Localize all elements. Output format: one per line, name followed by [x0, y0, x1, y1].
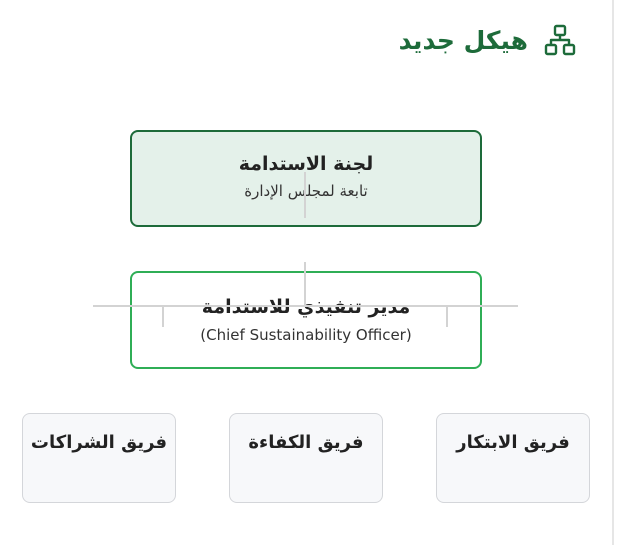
officer-subtitle: (Chief Sustainability Officer) [200, 326, 412, 344]
org-structure-panel: هيكل جديد لجنة الاستدامة تابعة لمجلس الإ… [22, 0, 614, 545]
team-label: فريق الكفاءة [248, 432, 364, 453]
connector-committee-to-officer [304, 172, 306, 218]
committee-node: لجنة الاستدامة تابعة لمجلس الإدارة [130, 130, 482, 227]
page-title: هيكل جديد [398, 25, 528, 55]
team-label: فريق الشراكات [30, 432, 168, 453]
connector-team-drop-left [162, 307, 164, 327]
connector-officer-vertical [304, 262, 306, 307]
team-node-innovation: فريق الابتكار [436, 413, 590, 503]
committee-subtitle: تابعة لمجلس الإدارة [244, 182, 368, 200]
connector-teams-horizontal [93, 305, 518, 307]
officer-title: مدير تنفيذي للاستدامة [201, 296, 411, 318]
officer-node: مدير تنفيذي للاستدامة (Chief Sustainabil… [130, 271, 482, 369]
team-node-partnerships: فريق الشراكات [22, 413, 176, 503]
header: هيكل جديد [399, 24, 576, 56]
org-chart-icon [544, 24, 576, 56]
committee-title: لجنة الاستدامة [238, 153, 374, 175]
team-label: فريق الابتكار [456, 432, 570, 453]
connector-team-drop-right [446, 307, 448, 327]
team-node-efficiency: فريق الكفاءة [229, 413, 383, 503]
